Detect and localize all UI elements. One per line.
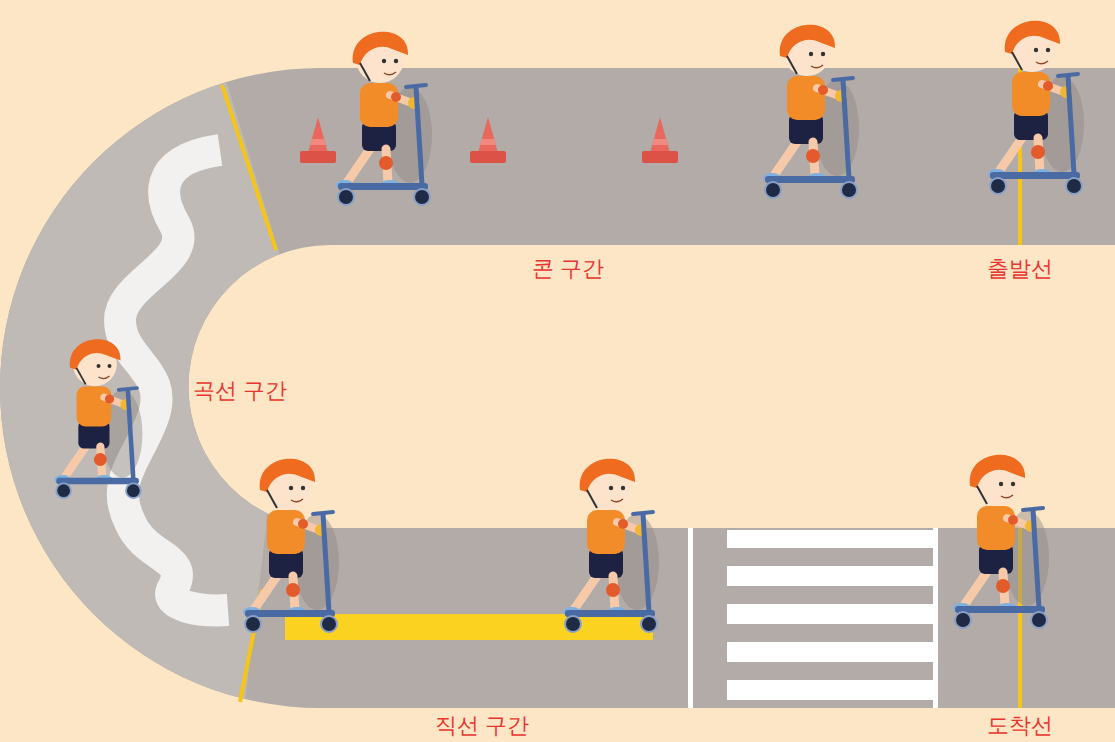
section-label: 직선 구간 <box>435 711 530 741</box>
yellow-strip <box>285 614 653 640</box>
zone-boundary <box>222 85 276 250</box>
track <box>0 68 1115 708</box>
section-label: 도착선 <box>987 711 1053 741</box>
section-label: 출발선 <box>987 254 1053 284</box>
curve-zone <box>0 0 282 742</box>
section-label: 곡선 구간 <box>193 376 288 406</box>
cones <box>300 117 678 163</box>
riders <box>55 21 1085 632</box>
section-label: 콘 구간 <box>532 254 605 284</box>
crosswalk <box>688 528 938 708</box>
